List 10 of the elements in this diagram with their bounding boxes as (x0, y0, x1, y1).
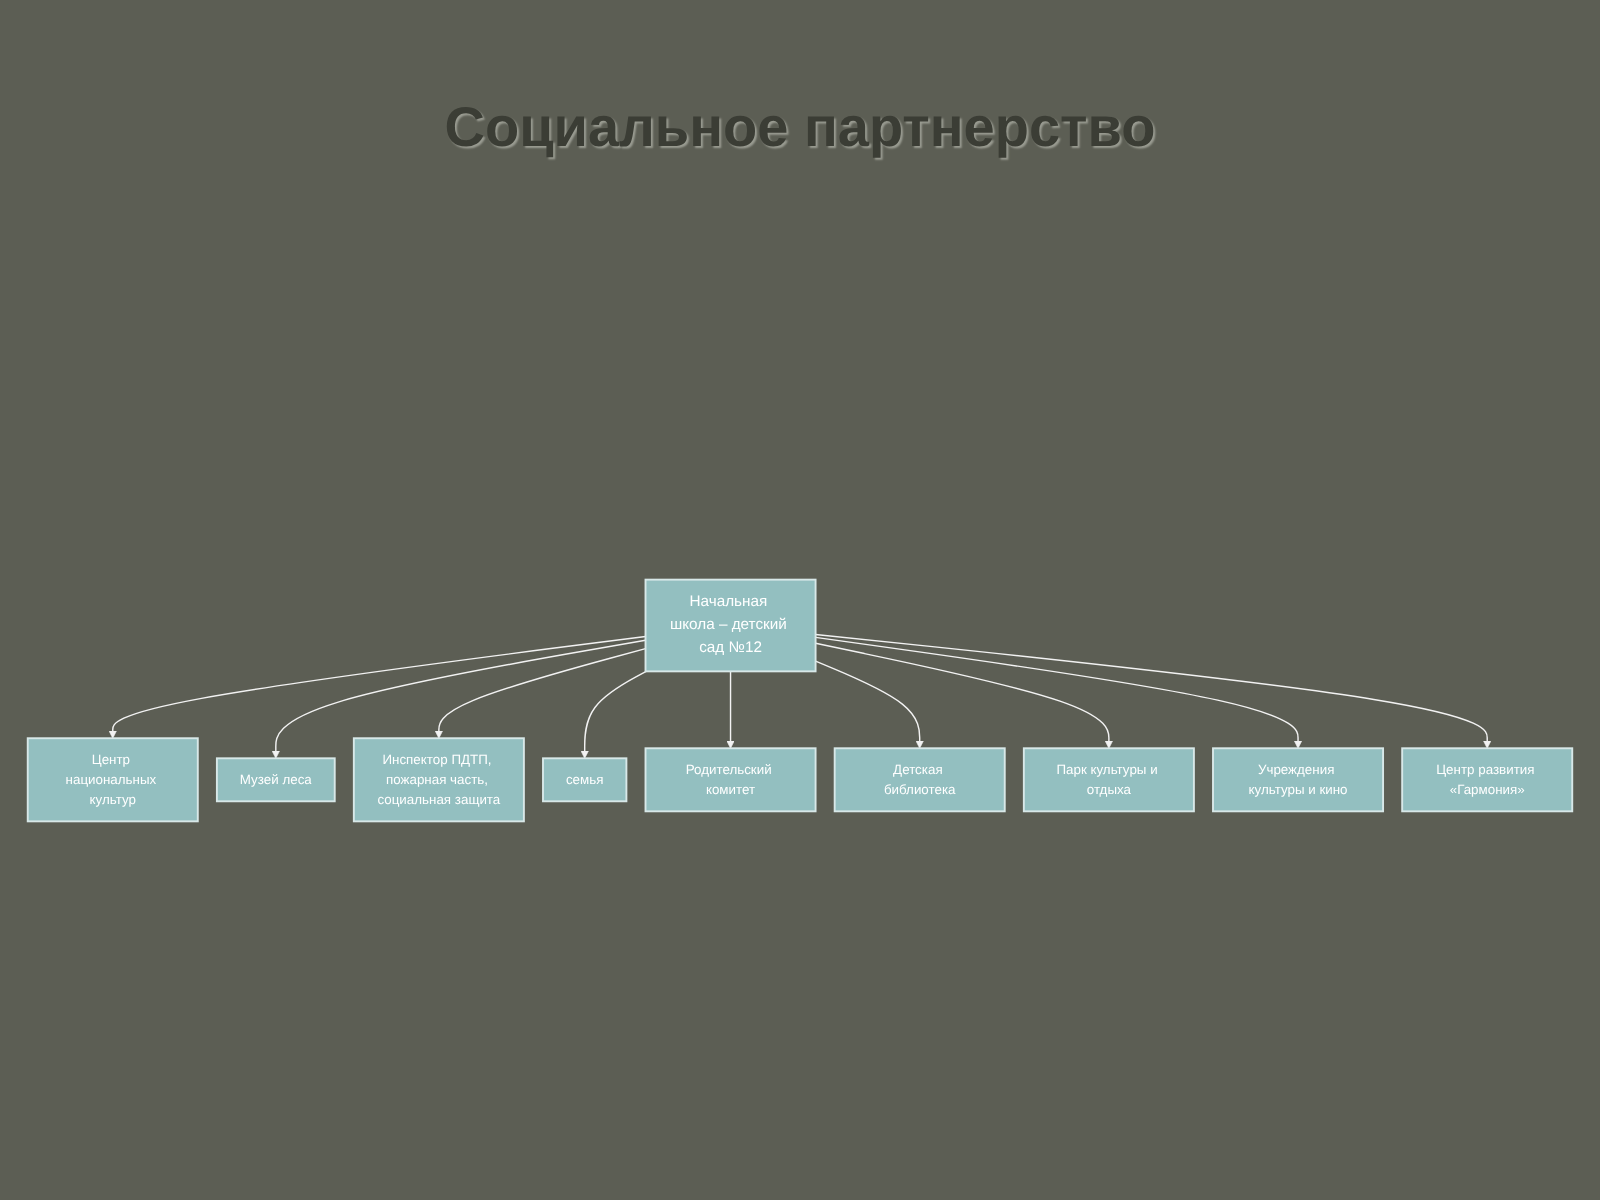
arrow (726, 670, 735, 749)
arrow (580, 670, 647, 759)
arrow (434, 647, 647, 739)
arrow (108, 635, 647, 739)
arrow (814, 659, 924, 749)
arrow (814, 642, 1114, 749)
arrow (814, 633, 1492, 749)
arrow (271, 639, 647, 759)
arrow (814, 636, 1303, 749)
title: Социальное партнерство (444, 96, 1156, 160)
